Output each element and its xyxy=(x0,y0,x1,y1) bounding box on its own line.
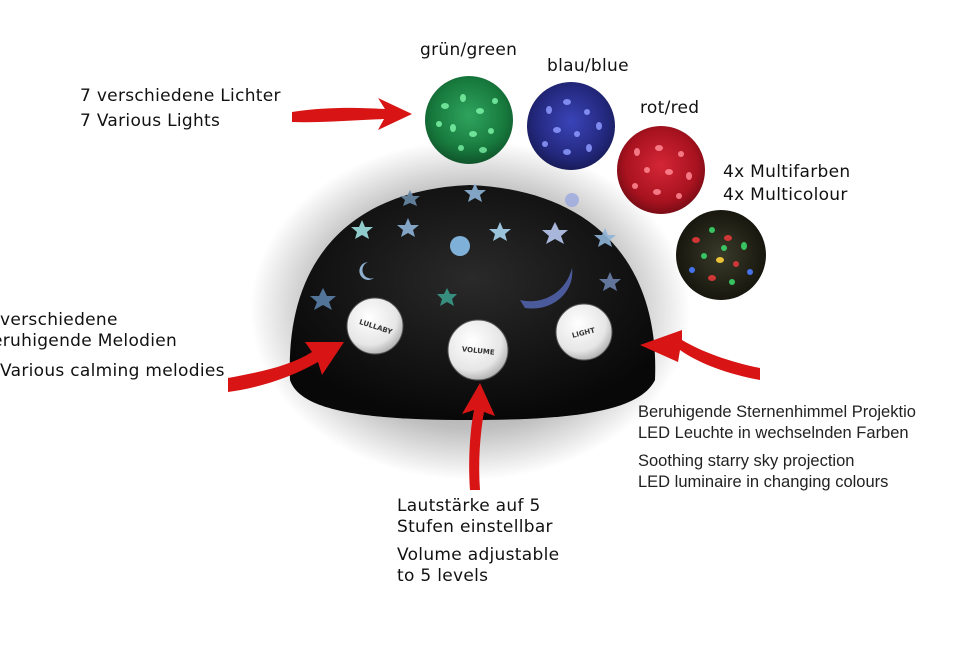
melodies-callout-de-1: verschiedene xyxy=(0,310,118,330)
projection-callout-de-1: Beruhigende Sternenhimmel Projektio xyxy=(638,403,916,421)
projection-callout-de-2: LED Leuchte in wechselnden Farben xyxy=(638,423,909,442)
blue-star-dots xyxy=(542,99,602,155)
arrow-to-light xyxy=(640,330,760,380)
light-button-text: LIGHT xyxy=(571,326,596,339)
lights-callout-de: 7 verschiedene Lichter xyxy=(80,86,281,106)
multicolour-label-de: 4x Multifarben xyxy=(723,162,851,182)
projection-callout-en-1: Soothing starry sky projection xyxy=(638,452,855,471)
green-star-dots xyxy=(436,94,498,153)
dome-small-moon xyxy=(359,262,374,280)
volume-button-shape xyxy=(447,319,509,381)
volume-callout-en-2: to 5 levels xyxy=(397,565,489,586)
volume-callout-de-2: Stufen einstellbar xyxy=(397,517,553,538)
dome-small-planet xyxy=(565,193,579,207)
lights-callout: 7 verschiedene Lichter 7 Various Lights xyxy=(80,86,281,133)
lights-callout-en: 7 Various Lights xyxy=(80,111,221,132)
multicolour-light-swatch xyxy=(676,210,766,300)
melodies-callout-de-2: eruhigende Melodien xyxy=(0,331,178,352)
red-light-swatch xyxy=(617,126,705,214)
lullaby-button-text: LULLABY xyxy=(358,318,394,336)
melodies-callout-en: Various calming melodies xyxy=(0,360,225,381)
lullaby-button-shape xyxy=(346,297,404,355)
arrow-to-lights xyxy=(292,98,412,130)
arrow-to-volume xyxy=(462,383,495,490)
green-light-swatch xyxy=(425,76,513,164)
multicolour-swatch-label: 4x Multifarben 4x Multicolour xyxy=(723,162,850,207)
projection-callout-en-2: LED luminaire in changing colours xyxy=(638,472,889,491)
red-star-dots xyxy=(632,145,692,199)
melodies-callout: verschiedene eruhigende Melodien Various… xyxy=(0,310,225,382)
device-dome xyxy=(289,185,656,420)
green-swatch-label: grün/green xyxy=(420,40,518,60)
volume-callout: Lautstärke auf 5 Stufen einstellbar Volu… xyxy=(397,496,559,587)
dome-crescent-moon xyxy=(520,268,573,309)
volume-callout-en-1: Volume adjustable xyxy=(397,544,560,565)
volume-button-text: VOLUME xyxy=(461,345,495,356)
light-button-shape xyxy=(555,303,613,361)
dome-planet-circle xyxy=(450,236,470,256)
projection-callout: Beruhigende Sternenhimmel Projektio LED … xyxy=(638,402,970,493)
blue-light-swatch xyxy=(527,82,615,170)
red-swatch-label: rot/red xyxy=(640,98,700,118)
blue-swatch-label: blau/blue xyxy=(547,56,629,76)
multicolour-label-en: 4x Multicolour xyxy=(723,185,848,206)
volume-callout-de-1: Lautstärke auf 5 xyxy=(397,496,541,516)
dome-stars xyxy=(310,183,621,310)
arrow-to-lullaby xyxy=(228,342,344,392)
multicolour-star-dots xyxy=(689,227,753,285)
